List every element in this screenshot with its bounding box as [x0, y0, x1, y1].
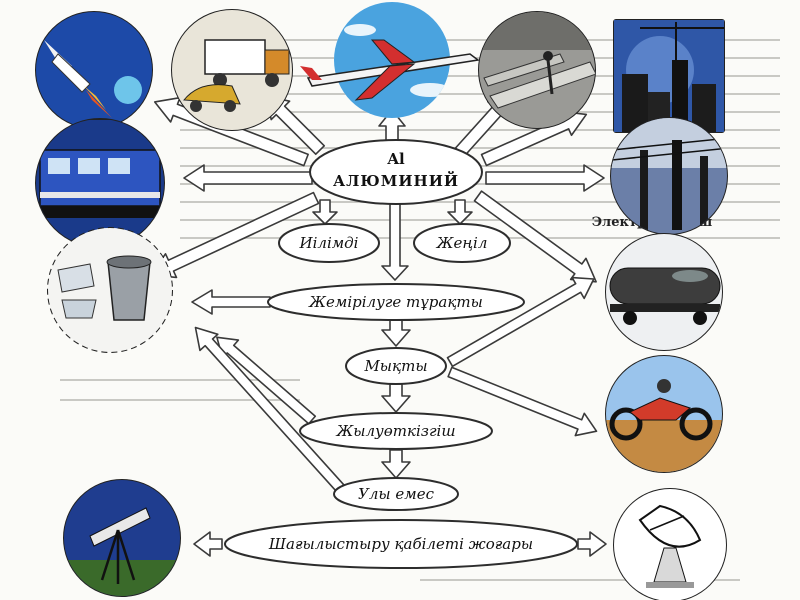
tank-car-icon [604, 232, 724, 352]
arrow-corrosion-to-kitchenware [192, 290, 270, 314]
property-corrosion-resistant-label: Жемірілуге тұрақты [308, 293, 483, 311]
property-corrosion-resistant: Жемірілуге тұрақты [268, 284, 524, 320]
property-reflectivity: Шағылыстыру қабілеті жоғары [225, 520, 577, 568]
arrow-nontoxic-to-kitchenware [187, 319, 349, 496]
rocket-icon [30, 10, 160, 130]
property-plastic-label: Иілімді [299, 234, 359, 252]
arrow-to-power-line [486, 165, 604, 191]
property-reflectivity-label: Шағылыстыру қабілеті жоғары [268, 535, 533, 553]
construction-icon [614, 20, 724, 132]
property-non-toxic-label: Улы емес [358, 485, 435, 503]
arrow-to-strong [382, 318, 410, 346]
arrow-to-train [184, 165, 312, 191]
arrow-strong-to-tank-car [444, 269, 600, 373]
property-strong: Мықты [346, 348, 446, 384]
property-heat-conductive-label: Жылуөткізгіш [335, 422, 455, 440]
motorcycle-icon [604, 354, 724, 476]
satellite-dish-icon [612, 488, 728, 600]
kitchenware-icon [48, 228, 178, 358]
airplane-icon [300, 0, 478, 120]
property-non-toxic: Улы емес [334, 478, 458, 510]
arrow-heat-to-kitchenware [209, 328, 320, 429]
arrow-reflectivity-to-satellite-dish [578, 532, 606, 556]
center-node: Al АЛЮМИНИЙ [310, 140, 482, 204]
property-plastic: Иілімді [279, 224, 379, 262]
arrow-to-heat-conductive [382, 384, 410, 412]
arrow-to-corrosion [382, 202, 408, 280]
property-heat-conductive: Жылуөткізгіш [300, 413, 492, 449]
center-name: АЛЮМИНИЙ [333, 171, 459, 190]
property-light-label: Жеңіл [436, 234, 488, 252]
property-light: Жеңіл [414, 224, 510, 262]
telescope-icon [62, 478, 182, 600]
center-symbol: Al [386, 150, 405, 168]
arrow-reflectivity-to-telescope [194, 532, 222, 556]
property-strong-label: Мықты [363, 357, 427, 375]
arrow-to-non-toxic [382, 450, 410, 478]
